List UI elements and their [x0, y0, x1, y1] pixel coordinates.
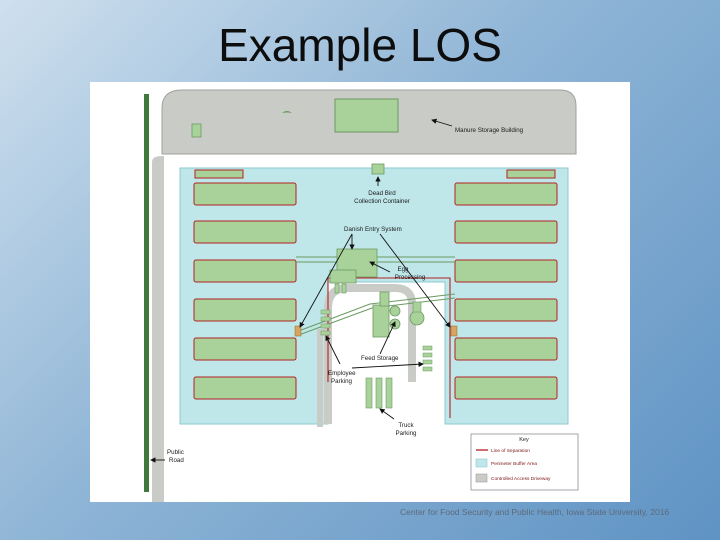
corridors: [295, 256, 456, 337]
callout-arrows: [150, 118, 453, 463]
decorative-bird-icon: [282, 111, 292, 113]
key-line-of-separation: Line of Separation: [491, 448, 530, 454]
farm-layout-diagram: Manure Storage Building Dead Bird Collec…: [144, 89, 579, 502]
label-public-1: Public: [167, 449, 184, 456]
key-perimeter-buffer: Perimeter Buffer Area: [491, 461, 537, 467]
source-credit: Center for Food Security and Public Heal…: [400, 507, 670, 517]
label-employee-2: Parking: [331, 378, 353, 385]
farm-layout-figure: Manure Storage Building Dead Bird Collec…: [90, 82, 630, 502]
label-egg-1: Egg: [397, 266, 409, 273]
key-title: Key: [519, 437, 529, 443]
label-dead-bird-1: Dead Bird: [368, 190, 396, 197]
truck-parking: [365, 377, 393, 409]
label-truck-1: Truck: [398, 422, 414, 429]
label-feed-storage: Feed Storage: [361, 355, 399, 362]
line-of-separation: [327, 277, 451, 418]
entry-structures: [294, 325, 458, 337]
employee-parking: [320, 309, 433, 372]
label-dead-bird-2: Collection Container: [354, 198, 410, 205]
dead-bird-collection-container: [371, 163, 385, 175]
label-public-2: Road: [169, 457, 184, 464]
diagram-key: Key Line of Separation Perimeter Buffer …: [470, 433, 579, 491]
slide-title: Example LOS: [218, 19, 502, 71]
key-controlled-driveway: Controlled Access Driveway: [491, 476, 551, 482]
label-egg-2: Processing: [395, 274, 426, 281]
label-employee-1: Employee: [328, 370, 356, 377]
manure-storage-building: [334, 98, 399, 133]
label-danish-entry: Danish Entry System: [344, 226, 402, 233]
inner-driveway: [324, 284, 416, 424]
barns-left: [193, 169, 297, 400]
side-driveway: [152, 156, 164, 502]
barns-right: [454, 169, 558, 400]
label-manure-storage: Manure Storage Building: [455, 127, 524, 134]
small-structure: [191, 123, 202, 138]
public-road: [144, 94, 149, 492]
label-truck-2: Parking: [396, 430, 418, 437]
egg-processing-building: [329, 248, 378, 294]
